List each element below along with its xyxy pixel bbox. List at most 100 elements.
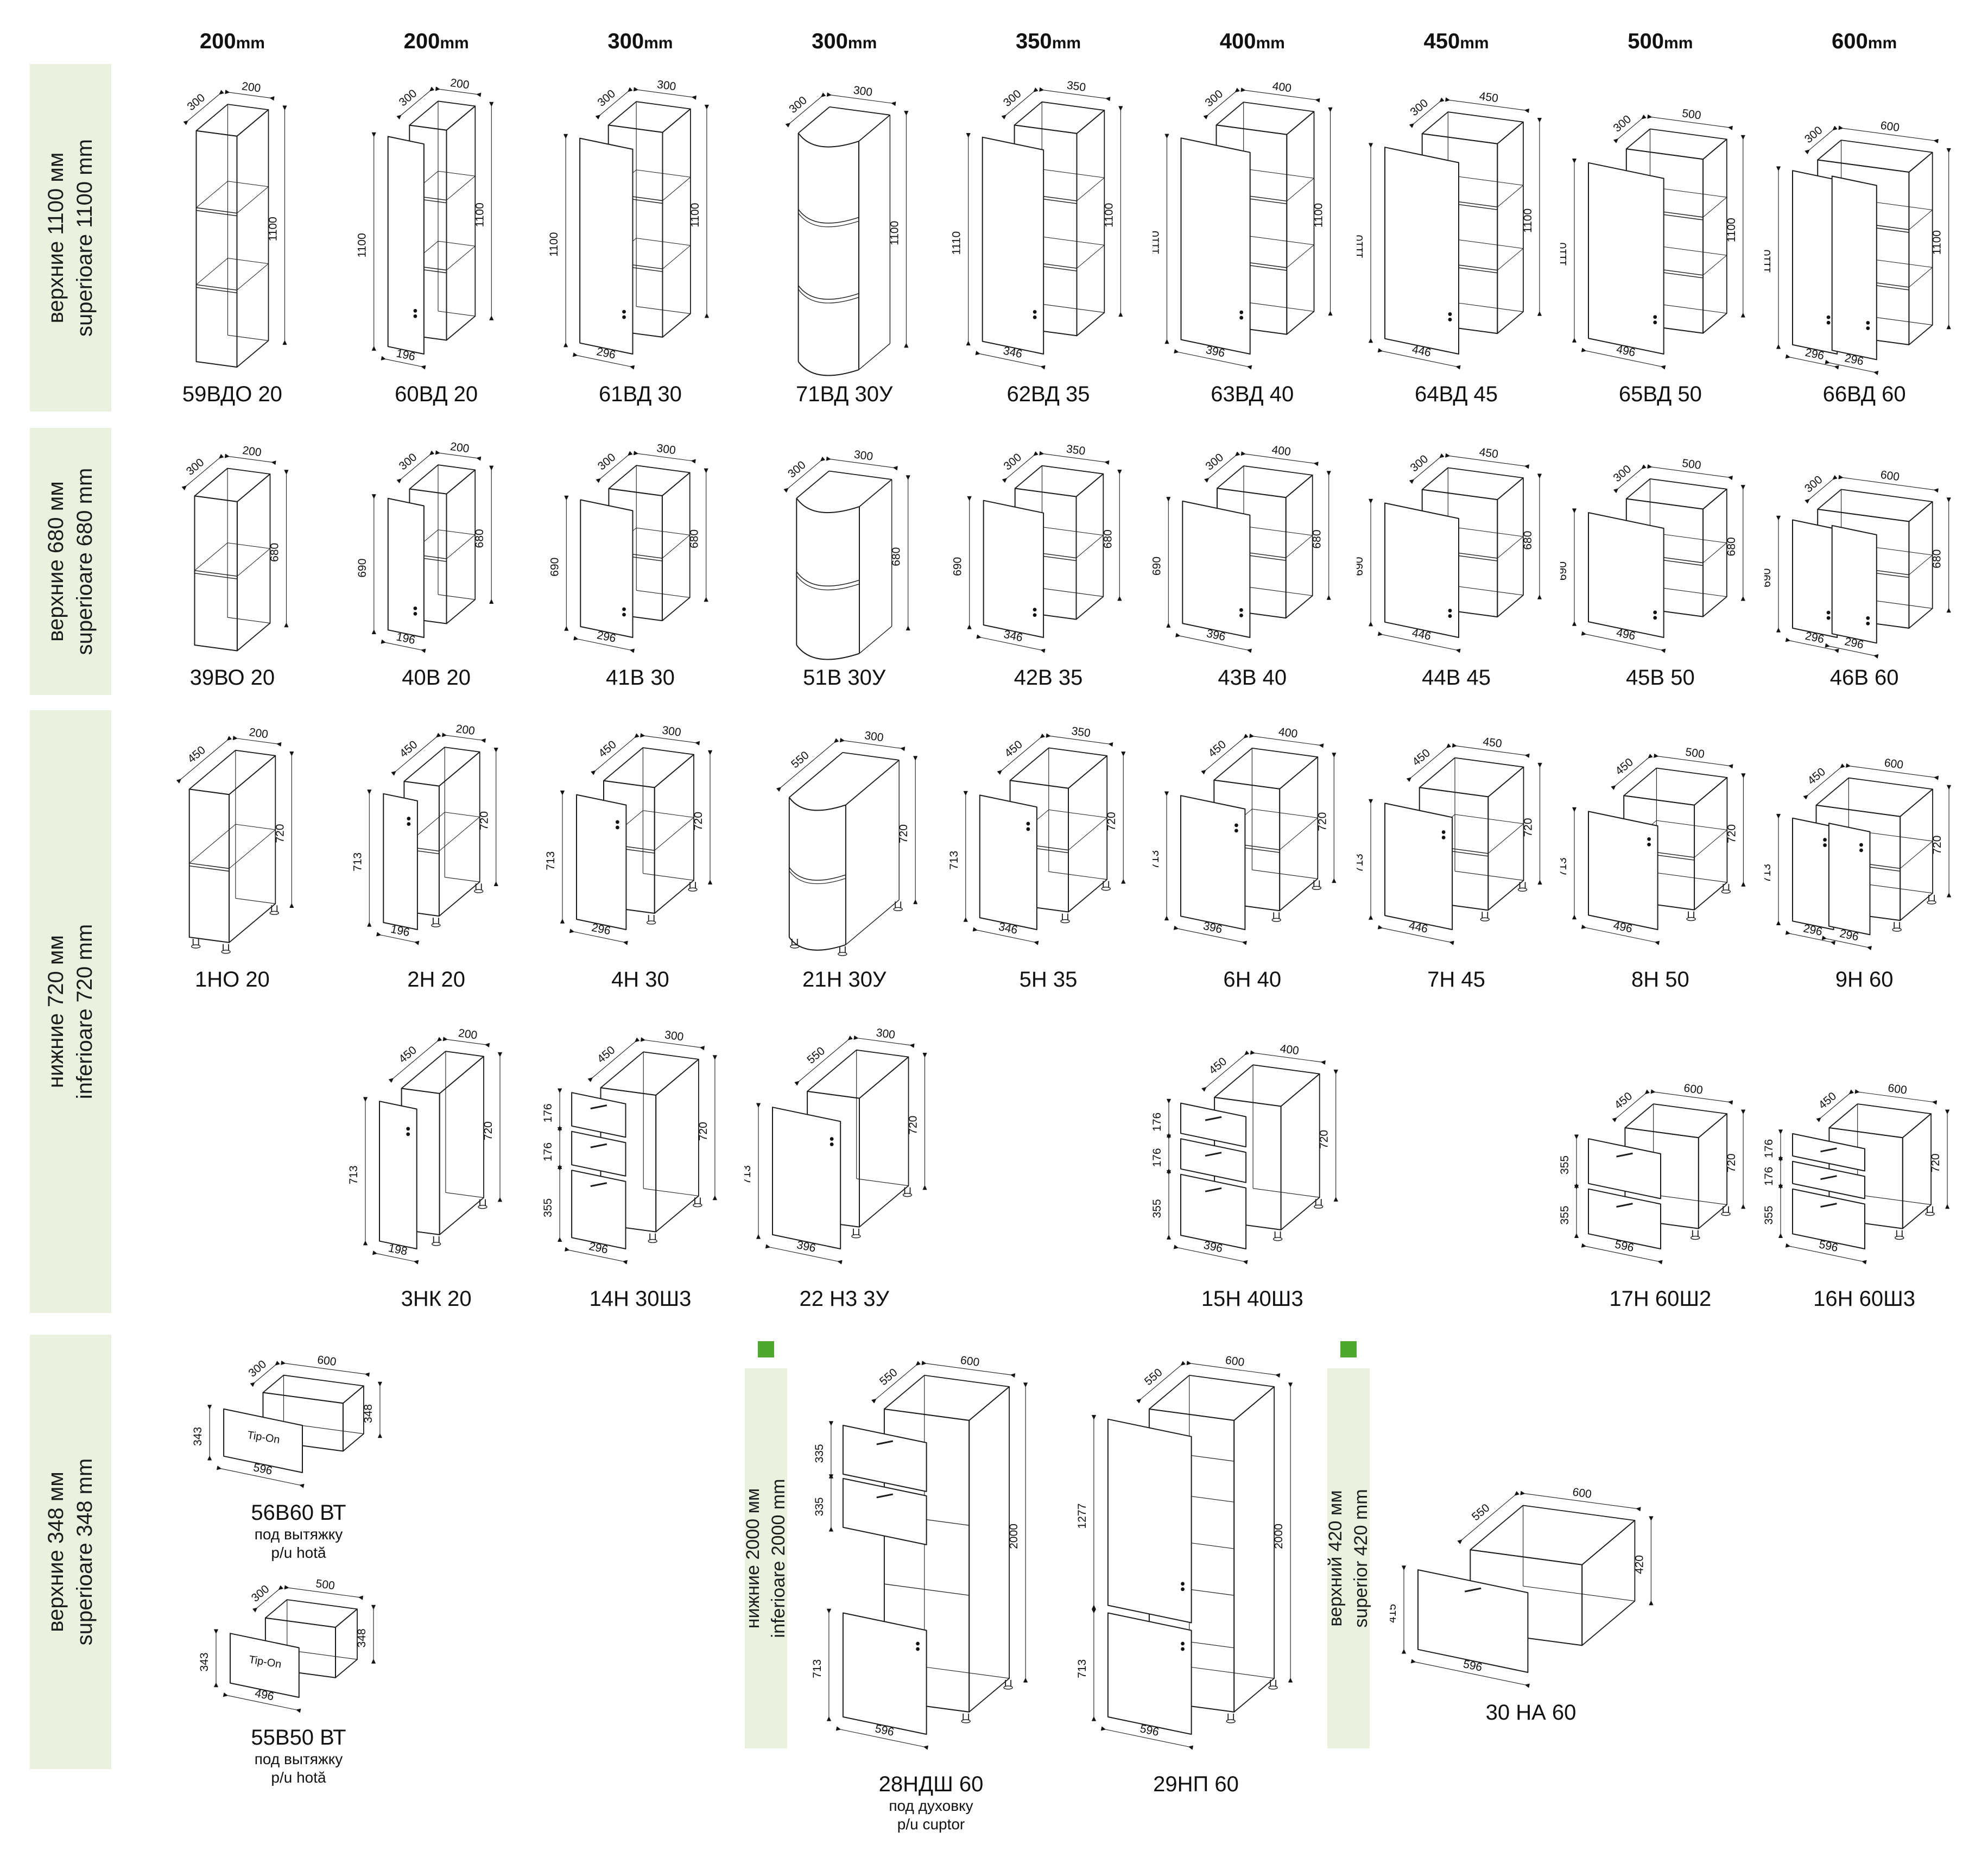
cabinet-code: 46В 60 xyxy=(1829,666,1899,690)
svg-text:355: 355 xyxy=(1764,1205,1775,1224)
svg-text:300: 300 xyxy=(662,724,682,738)
cabinet-code: 42В 35 xyxy=(1014,666,1083,690)
cabinet-code: 7Н 45 xyxy=(1427,968,1485,991)
svg-text:300: 300 xyxy=(853,84,873,99)
column-header: 200mm xyxy=(130,29,334,54)
svg-text:720: 720 xyxy=(478,811,490,830)
column-header-unit: mm xyxy=(847,34,877,52)
svg-text:176: 176 xyxy=(1764,1139,1775,1158)
row-group-band xyxy=(30,710,111,1313)
svg-text:450: 450 xyxy=(1478,90,1499,105)
svg-text:355: 355 xyxy=(1560,1205,1571,1224)
svg-text:550: 550 xyxy=(1142,1366,1165,1388)
svg-text:1100: 1100 xyxy=(267,217,279,241)
svg-text:1100: 1100 xyxy=(1725,218,1738,242)
svg-text:450: 450 xyxy=(1410,747,1433,768)
svg-text:348: 348 xyxy=(356,1628,368,1647)
green-marker xyxy=(1340,1341,1357,1357)
cabinet-sublabel: p/u hotă xyxy=(271,1544,326,1561)
svg-text:720: 720 xyxy=(1931,836,1943,855)
cabinet-code: 66ВД 60 xyxy=(1822,382,1906,406)
row-group-band xyxy=(1327,1368,1370,1748)
svg-text:1110: 1110 xyxy=(1153,231,1162,255)
cabinet-code: 1НО 20 xyxy=(194,968,270,991)
svg-text:1110: 1110 xyxy=(1764,250,1773,274)
column-header-unit: mm xyxy=(1867,34,1897,52)
svg-text:300: 300 xyxy=(596,87,618,109)
column-header: 300mm xyxy=(539,29,743,54)
svg-text:300: 300 xyxy=(787,94,810,116)
column-header-unit: mm xyxy=(644,34,673,52)
svg-text:680: 680 xyxy=(473,529,486,548)
svg-text:350: 350 xyxy=(1066,443,1086,457)
cabinet-code: 44В 45 xyxy=(1422,666,1491,690)
svg-text:500: 500 xyxy=(315,1577,335,1592)
svg-text:300: 300 xyxy=(396,451,419,472)
svg-text:713: 713 xyxy=(1560,857,1569,876)
cabinet-code: 60ВД 20 xyxy=(395,382,478,406)
cabinet-code: 16Н 60Ш3 xyxy=(1813,1287,1916,1311)
svg-text:176: 176 xyxy=(542,1142,555,1161)
row-group-label-ru: нижние 2000 мм xyxy=(743,1488,763,1629)
svg-text:720: 720 xyxy=(1316,812,1328,831)
svg-text:1100: 1100 xyxy=(689,203,701,228)
cabinet-code: 2Н 20 xyxy=(407,968,466,991)
svg-text:680: 680 xyxy=(1101,529,1114,548)
svg-text:200: 200 xyxy=(455,723,476,737)
column-header-value: 450 xyxy=(1423,29,1460,53)
cabinet-code: 3НК 20 xyxy=(401,1287,472,1311)
svg-text:1100: 1100 xyxy=(356,233,368,257)
cabinet-sublabel: под духовку xyxy=(889,1797,973,1814)
svg-text:713: 713 xyxy=(1357,854,1365,873)
svg-text:720: 720 xyxy=(482,1121,495,1140)
svg-text:335: 335 xyxy=(813,1497,826,1516)
cabinet-sublabel: p/u cuptor xyxy=(897,1815,965,1833)
row-group-band xyxy=(30,1335,111,1769)
svg-text:1100: 1100 xyxy=(473,203,486,227)
svg-text:300: 300 xyxy=(1802,124,1825,146)
svg-text:500: 500 xyxy=(1681,107,1702,122)
row-group-band xyxy=(30,64,111,412)
green-marker xyxy=(758,1341,774,1357)
svg-text:200: 200 xyxy=(242,444,262,459)
svg-text:600: 600 xyxy=(960,1354,980,1369)
svg-text:450: 450 xyxy=(396,1044,419,1065)
svg-text:680: 680 xyxy=(1725,537,1738,556)
svg-text:420: 420 xyxy=(1633,1555,1645,1574)
row-group-band xyxy=(745,1368,787,1748)
svg-text:500: 500 xyxy=(1685,746,1706,761)
svg-text:450: 450 xyxy=(1482,735,1503,750)
cabinet-code: 5Н 35 xyxy=(1019,968,1078,991)
row-group-band xyxy=(30,428,111,695)
svg-text:200: 200 xyxy=(449,440,470,455)
svg-text:343: 343 xyxy=(198,1652,211,1671)
cabinet-code: 59ВДО 20 xyxy=(182,382,282,406)
svg-text:300: 300 xyxy=(1408,453,1430,475)
cabinet-sublabel: p/u hotă xyxy=(271,1768,326,1786)
